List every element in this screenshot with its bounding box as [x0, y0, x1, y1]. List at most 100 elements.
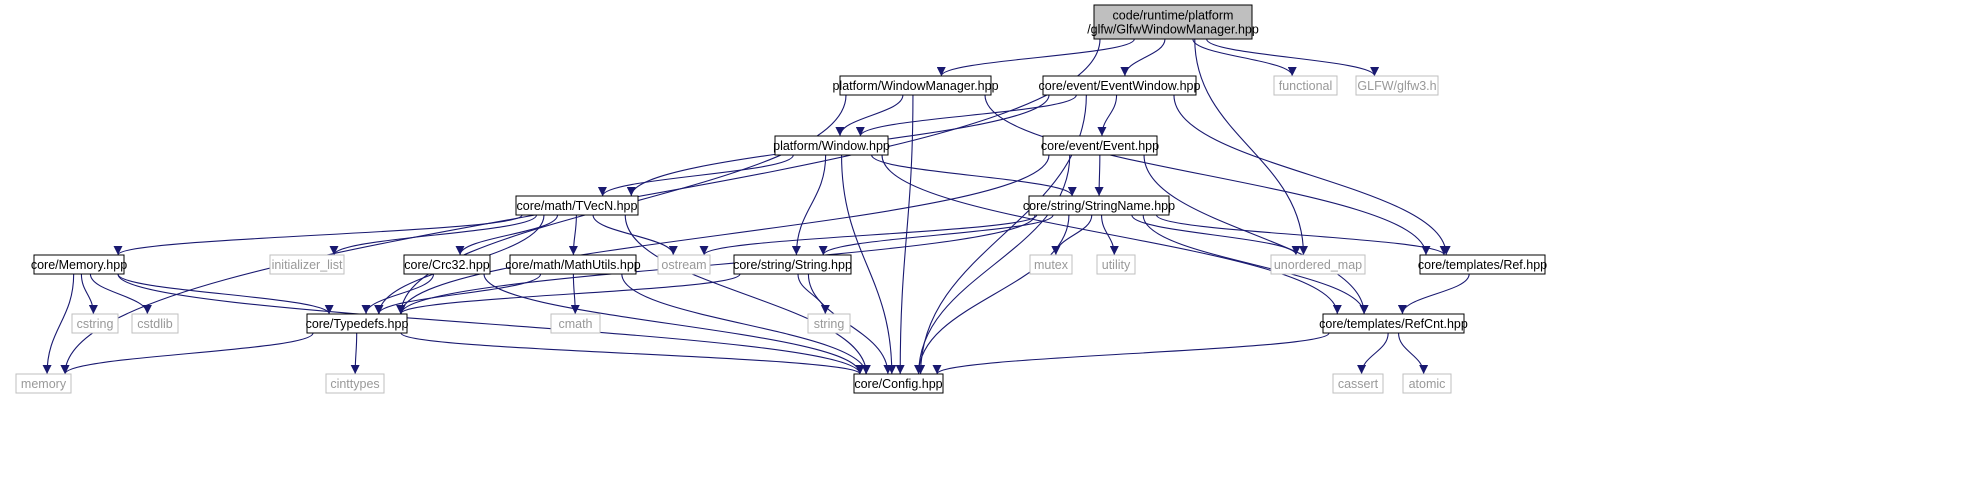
node-label-functional: functional: [1279, 79, 1333, 93]
edge-refcnt-to-config: [932, 332, 1330, 375]
node-label-cstdlib: cstdlib: [137, 317, 172, 331]
node-box-cstdlib: [131, 313, 179, 334]
node-typedefs[interactable]: core/Typedefs.hpp: [306, 313, 409, 334]
node-box-unordered_map: [1270, 254, 1366, 275]
node-box-mutex: [1029, 254, 1073, 275]
node-functional: functional: [1273, 75, 1338, 96]
node-label-cinttypes: cinttypes: [330, 377, 379, 391]
edge-tvecn-to-memoryhpp: [113, 214, 523, 256]
node-box-ew: [1042, 75, 1197, 96]
node-ostream: ostream: [657, 254, 711, 275]
node-label-root: code/runtime/platform: [1113, 9, 1234, 23]
edge-layer: [42, 38, 1470, 375]
node-label-root: /glfw/GlfwWindowManager.hpp: [1087, 23, 1259, 37]
node-box-window: [774, 135, 889, 156]
edge-window-to-string_hpp: [791, 154, 827, 256]
edge-tvecn-to-mathutils: [568, 214, 578, 256]
node-event[interactable]: core/event/Event.hpp: [1041, 135, 1159, 156]
edge-event-to-config: [914, 154, 1071, 375]
node-box-utility: [1096, 254, 1136, 275]
node-cstring: cstring: [71, 313, 119, 334]
node-crc32[interactable]: core/Crc32.hpp: [403, 254, 491, 275]
node-label-mutex: mutex: [1034, 258, 1069, 272]
node-label-tvecn: core/math/TVecN.hpp: [517, 199, 638, 213]
node-memoryhpp[interactable]: core/Memory.hpp: [31, 254, 127, 275]
node-utility: utility: [1096, 254, 1136, 275]
node-label-crc32: core/Crc32.hpp: [404, 258, 490, 272]
edge-stringname-to-ref: [1155, 214, 1449, 256]
edge-refcnt-to-atomic: [1397, 332, 1429, 375]
node-box-root: [1093, 4, 1253, 40]
edge-stringname-to-unordered_map: [1131, 214, 1301, 256]
node-label-cstring: cstring: [77, 317, 114, 331]
node-cmath: cmath: [550, 313, 601, 334]
node-mathutils[interactable]: core/math/MathUtils.hpp: [505, 254, 641, 275]
node-stringname[interactable]: core/string/StringName.hpp: [1023, 195, 1175, 216]
edge-window-to-stringname: [871, 154, 1077, 197]
node-label-atomic: atomic: [1409, 377, 1446, 391]
edge-ew-to-event: [1097, 94, 1118, 137]
node-box-atomic: [1402, 373, 1452, 394]
node-label-refcnt: core/templates/RefCnt.hpp: [1319, 317, 1468, 331]
node-string_hpp[interactable]: core/string/String.hpp: [733, 254, 852, 275]
edge-memoryhpp-to-typedefs: [117, 273, 334, 315]
node-box-crc32: [403, 254, 491, 275]
edge-wm-to-ref: [984, 94, 1431, 256]
node-root[interactable]: code/runtime/platform/glfw/GlfwWindowMan…: [1087, 4, 1259, 40]
node-label-string_std: string: [814, 317, 845, 331]
node-box-stringname: [1028, 195, 1170, 216]
node-box-cmath: [550, 313, 601, 334]
node-label-window: platform/Window.hpp: [773, 139, 890, 153]
node-tvecn[interactable]: core/math/TVecN.hpp: [515, 195, 639, 216]
edge-event-to-stringname: [1094, 154, 1104, 197]
edge-string_hpp-to-string_std: [797, 273, 830, 315]
edge-crc32-to-typedefs: [361, 273, 435, 315]
node-box-string_std: [807, 313, 851, 334]
edge-mathutils-to-typedefs: [374, 273, 542, 315]
node-label-ostream: ostream: [661, 258, 706, 272]
node-label-utility: utility: [1102, 258, 1131, 272]
node-ew[interactable]: core/event/EventWindow.hpp: [1039, 75, 1201, 96]
edge-tvecn-to-config: [624, 214, 871, 375]
node-layer: code/runtime/platform/glfw/GlfwWindowMan…: [15, 4, 1547, 394]
edge-crc32-to-config: [483, 273, 865, 375]
node-label-typedefs: core/Typedefs.hpp: [306, 317, 409, 331]
edge-string_hpp-to-typedefs: [396, 273, 741, 315]
node-mutex: mutex: [1029, 254, 1073, 275]
node-ref[interactable]: core/templates/Ref.hpp: [1418, 254, 1547, 275]
node-box-tvecn: [515, 195, 639, 216]
node-box-ref: [1419, 254, 1546, 275]
node-box-mathutils: [509, 254, 637, 275]
edge-root-to-unordered_map: [1194, 38, 1308, 256]
node-refcnt[interactable]: core/templates/RefCnt.hpp: [1319, 313, 1468, 334]
node-label-glfw3: GLFW/glfw3.h: [1357, 79, 1436, 93]
edge-stringname-to-refcnt: [1142, 214, 1369, 315]
node-window[interactable]: platform/Window.hpp: [773, 135, 890, 156]
node-label-mathutils: core/math/MathUtils.hpp: [505, 258, 641, 272]
node-box-cinttypes: [325, 373, 385, 394]
edge-memoryhpp-to-cstring: [80, 273, 98, 315]
edge-stringname-to-utility: [1101, 214, 1119, 256]
edge-root-to-functional: [1192, 38, 1297, 77]
node-box-memoryhpp: [33, 254, 125, 275]
edge-refcnt-to-cassert: [1357, 332, 1389, 375]
node-unordered_map: unordered_map: [1270, 254, 1366, 275]
node-box-ostream: [657, 254, 711, 275]
node-label-ew: core/event/EventWindow.hpp: [1039, 79, 1201, 93]
node-label-config: core/Config.hpp: [854, 377, 942, 391]
node-box-wm: [839, 75, 992, 96]
node-atomic: atomic: [1402, 373, 1452, 394]
edge-typedefs-to-cinttypes: [350, 332, 360, 375]
edge-tvecn-to-crc32: [455, 214, 559, 256]
node-config[interactable]: core/Config.hpp: [853, 373, 944, 394]
edge-window-to-tvecn: [598, 154, 794, 197]
edge-memoryhpp-to-config: [117, 273, 865, 375]
edge-ref-to-refcnt: [1397, 273, 1470, 315]
node-box-refcnt: [1322, 313, 1465, 334]
node-string_std: string: [807, 313, 851, 334]
node-wm[interactable]: platform/WindowManager.hpp: [832, 75, 999, 96]
node-label-ref: core/templates/Ref.hpp: [1418, 258, 1547, 272]
node-initlist: initializer_list: [269, 254, 345, 275]
node-cstdlib: cstdlib: [131, 313, 179, 334]
